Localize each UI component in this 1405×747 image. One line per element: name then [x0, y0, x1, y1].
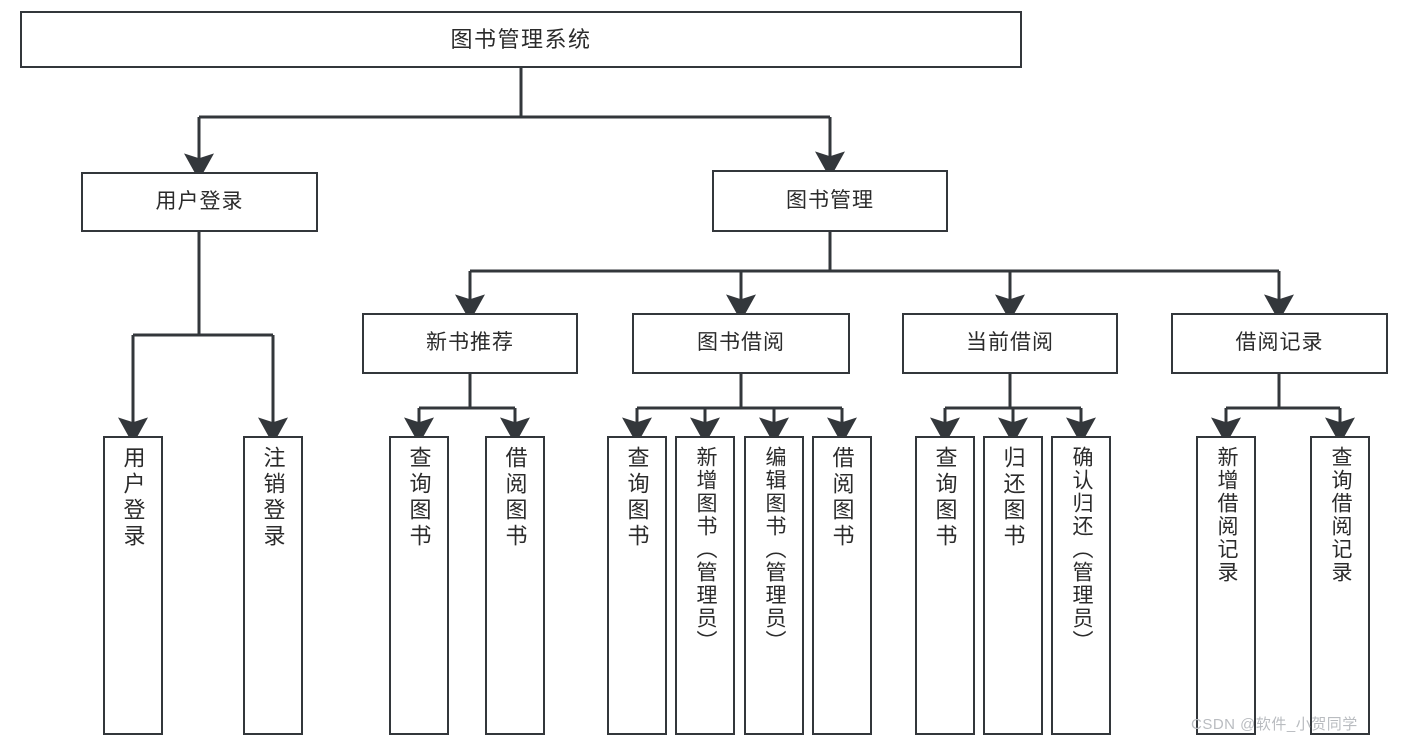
node-new-book-recommend[interactable]: 新书推荐: [362, 313, 578, 374]
node-current-borrow[interactable]: 当前借阅: [902, 313, 1118, 374]
leaf-new-book-borrow-label: 借阅图书: [502, 446, 528, 550]
leaf-user-login-login-label: 用户登录: [120, 446, 146, 550]
leaf-borrow-record-add-label: 新增借阅记录: [1215, 446, 1239, 584]
node-user-login[interactable]: 用户登录: [81, 172, 318, 232]
node-root-label: 图书管理系统: [450, 26, 592, 52]
leaf-current-borrow-confirm-label: 确认归还（管理员）: [1070, 446, 1094, 653]
leaf-borrow-record-query-label: 查询借阅记录: [1329, 446, 1353, 584]
leaf-user-login-login[interactable]: 用户登录: [103, 436, 163, 735]
leaf-book-borrow-add[interactable]: 新增图书（管理员）: [675, 436, 735, 735]
leaf-book-borrow-borrow[interactable]: 借阅图书: [812, 436, 872, 735]
node-new-book-recommend-label: 新书推荐: [426, 331, 514, 355]
leaf-book-borrow-query[interactable]: 查询图书: [607, 436, 667, 735]
leaf-new-book-borrow[interactable]: 借阅图书: [485, 436, 545, 735]
leaf-borrow-record-query[interactable]: 查询借阅记录: [1310, 436, 1370, 735]
leaf-user-login-logout[interactable]: 注销登录: [243, 436, 303, 735]
leaf-borrow-record-add[interactable]: 新增借阅记录: [1196, 436, 1256, 735]
node-borrow-record[interactable]: 借阅记录: [1171, 313, 1388, 374]
leaf-current-borrow-query-label: 查询图书: [932, 446, 958, 550]
node-book-management[interactable]: 图书管理: [712, 170, 948, 232]
leaf-current-borrow-return-label: 归还图书: [1000, 446, 1026, 550]
leaf-book-borrow-borrow-label: 借阅图书: [829, 446, 855, 550]
leaf-book-borrow-add-label: 新增图书（管理员）: [694, 446, 718, 653]
leaf-book-borrow-query-label: 查询图书: [624, 446, 650, 550]
node-book-borrow-label: 图书借阅: [697, 331, 785, 355]
leaf-new-book-query-label: 查询图书: [406, 446, 432, 550]
node-book-management-label: 图书管理: [786, 188, 874, 212]
leaf-current-borrow-query[interactable]: 查询图书: [915, 436, 975, 735]
leaf-user-login-logout-label: 注销登录: [260, 446, 286, 550]
node-user-login-label: 用户登录: [155, 189, 244, 213]
node-current-borrow-label: 当前借阅: [966, 331, 1054, 355]
leaf-current-borrow-return[interactable]: 归还图书: [983, 436, 1043, 735]
node-borrow-record-label: 借阅记录: [1235, 331, 1324, 355]
leaf-book-borrow-edit-label: 编辑图书（管理员）: [763, 446, 787, 653]
leaf-current-borrow-confirm[interactable]: 确认归还（管理员）: [1051, 436, 1111, 735]
node-root[interactable]: 图书管理系统: [20, 11, 1022, 68]
watermark: CSDN @软件_小贺同学: [1191, 716, 1358, 733]
leaf-book-borrow-edit[interactable]: 编辑图书（管理员）: [744, 436, 804, 735]
leaf-new-book-query[interactable]: 查询图书: [389, 436, 449, 735]
node-book-borrow[interactable]: 图书借阅: [632, 313, 850, 374]
